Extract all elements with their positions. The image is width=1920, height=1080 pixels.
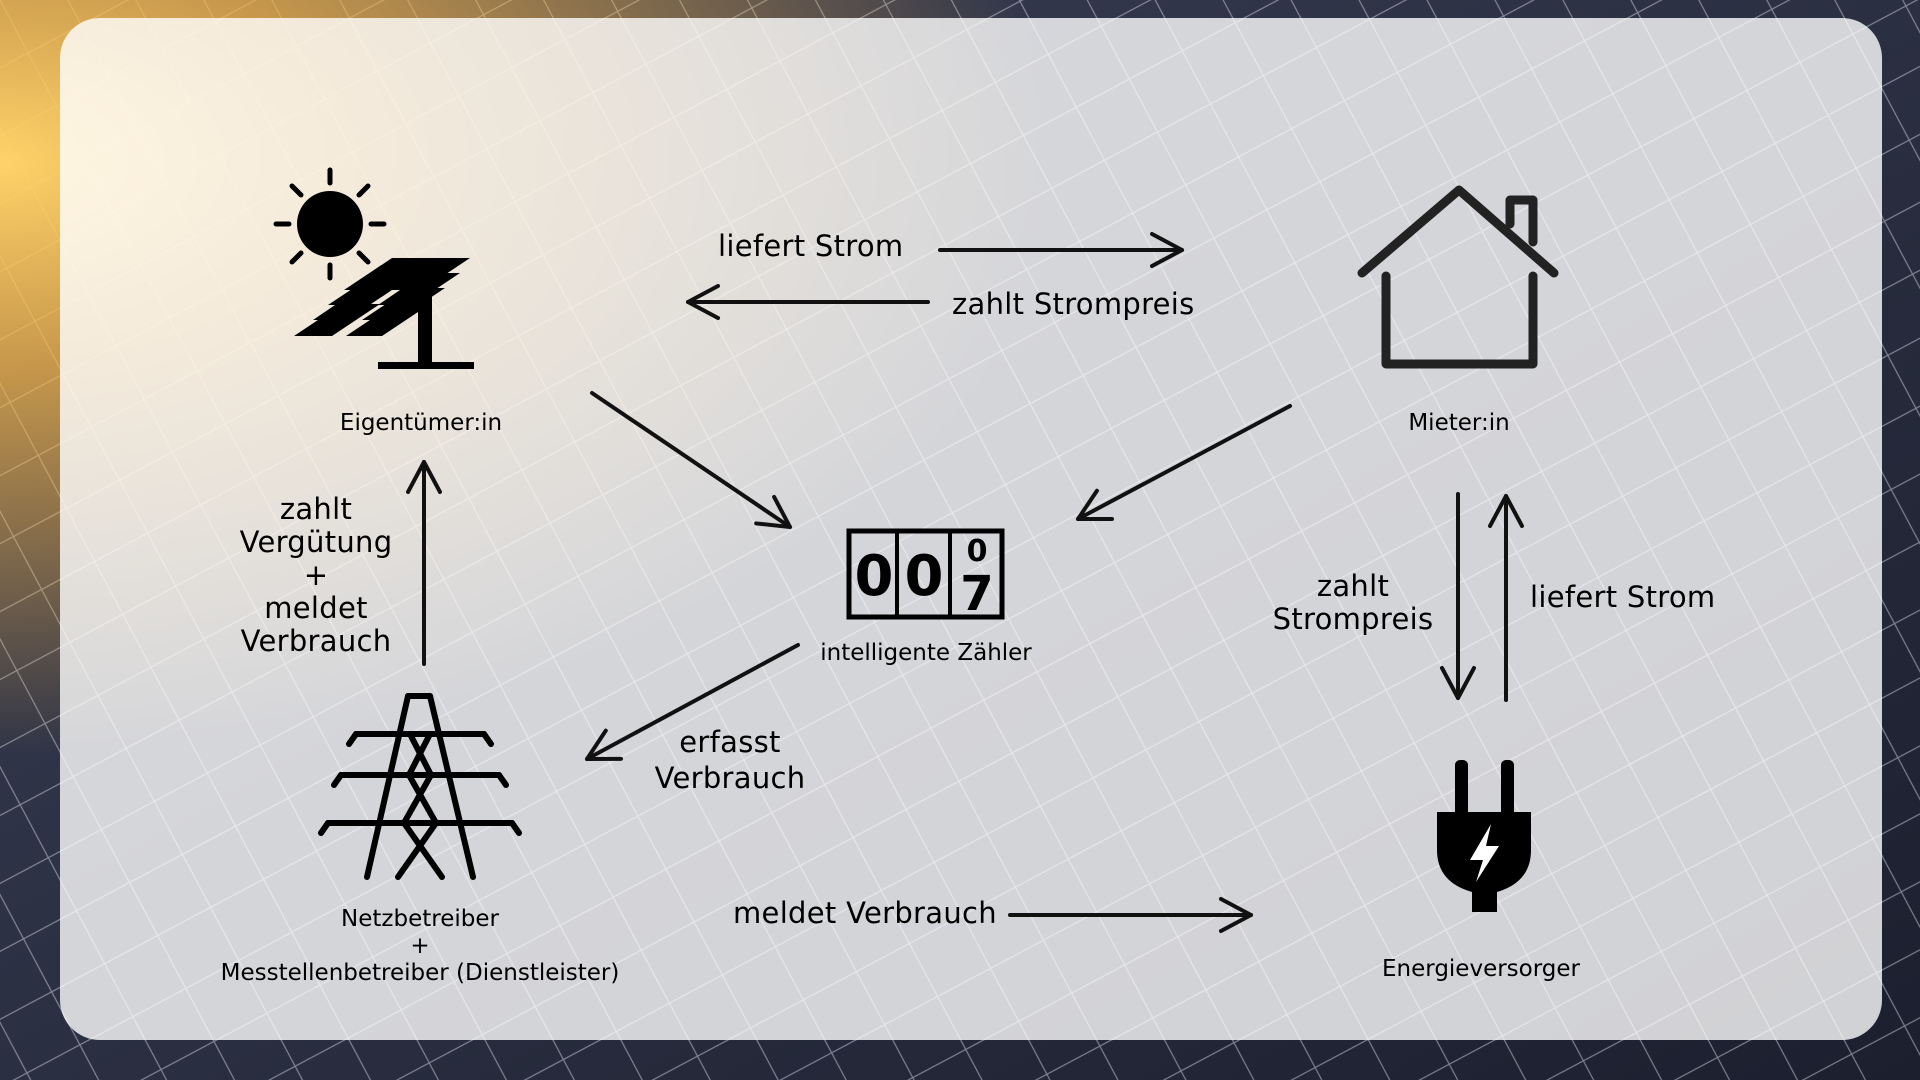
meter-digit-2: 0: [905, 544, 944, 609]
edge-label-tenant-to-supplier-line2: Strompreis: [1272, 602, 1434, 636]
edge-label-grid-to-owner-line1: zahlt: [279, 492, 353, 526]
grid-label-line1: Netzbetreiber: [341, 906, 499, 932]
power-tower-icon: [318, 693, 522, 880]
edge-label-tenant-to-supplier-line1: zahlt: [1316, 569, 1390, 603]
meter-label: intelligente Zähler: [820, 640, 1032, 666]
solar-panel-sun-icon: [273, 167, 474, 369]
arrow-meter-to-grid: [585, 643, 800, 761]
meter-counter-icon: 0 0 0 7: [846, 528, 1005, 622]
meter-digit-3: 0: [967, 534, 988, 569]
grid-label: Netzbetreiber + Messtellenbetreiber (Die…: [221, 906, 620, 987]
arrow-owner-to-meter: [590, 391, 792, 529]
edge-label-grid-to-owner-line5: Verbrauch: [240, 624, 392, 658]
supplier-label: Energieversorger: [1382, 956, 1580, 982]
edge-label-meter-to-grid-line2: Verbrauch: [654, 761, 806, 795]
arrow-tenant-to-meter: [1076, 404, 1292, 522]
edge-label-meter-to-grid: erfasst Verbrauch: [655, 724, 806, 796]
edge-label-grid-to-owner-line2: Vergütung: [239, 525, 393, 559]
arrows: [406, 232, 1524, 933]
edge-label-meter-to-grid-line1: erfasst: [679, 725, 781, 759]
edge-label-tenant-to-supplier: zahlt Strompreis: [1273, 570, 1434, 636]
meter-digit-4: 7: [960, 566, 993, 622]
grid-label-line2: +: [410, 933, 430, 959]
edge-label-tenant-to-owner: zahlt Strompreis: [952, 287, 1195, 321]
power-plug-icon: [1437, 760, 1531, 912]
edge-label-grid-to-owner: zahlt Vergütung + meldet Verbrauch: [240, 493, 393, 658]
edge-label-grid-to-owner-line4: meldet: [264, 591, 368, 625]
edge-label-supplier-to-tenant: liefert Strom: [1530, 580, 1716, 614]
edge-label-owner-to-tenant: liefert Strom: [718, 229, 904, 263]
house-icon: [1357, 185, 1559, 369]
tenant-label: Mieter:in: [1408, 410, 1510, 436]
edge-label-grid-to-supplier: meldet Verbrauch: [733, 896, 997, 930]
owner-label: Eigentümer:in: [339, 410, 503, 436]
grid-label-line3: Messtellenbetreiber (Dienstleister): [220, 960, 620, 986]
edge-label-grid-to-owner-line3: +: [303, 558, 329, 592]
meter-digit-1: 0: [855, 544, 894, 609]
